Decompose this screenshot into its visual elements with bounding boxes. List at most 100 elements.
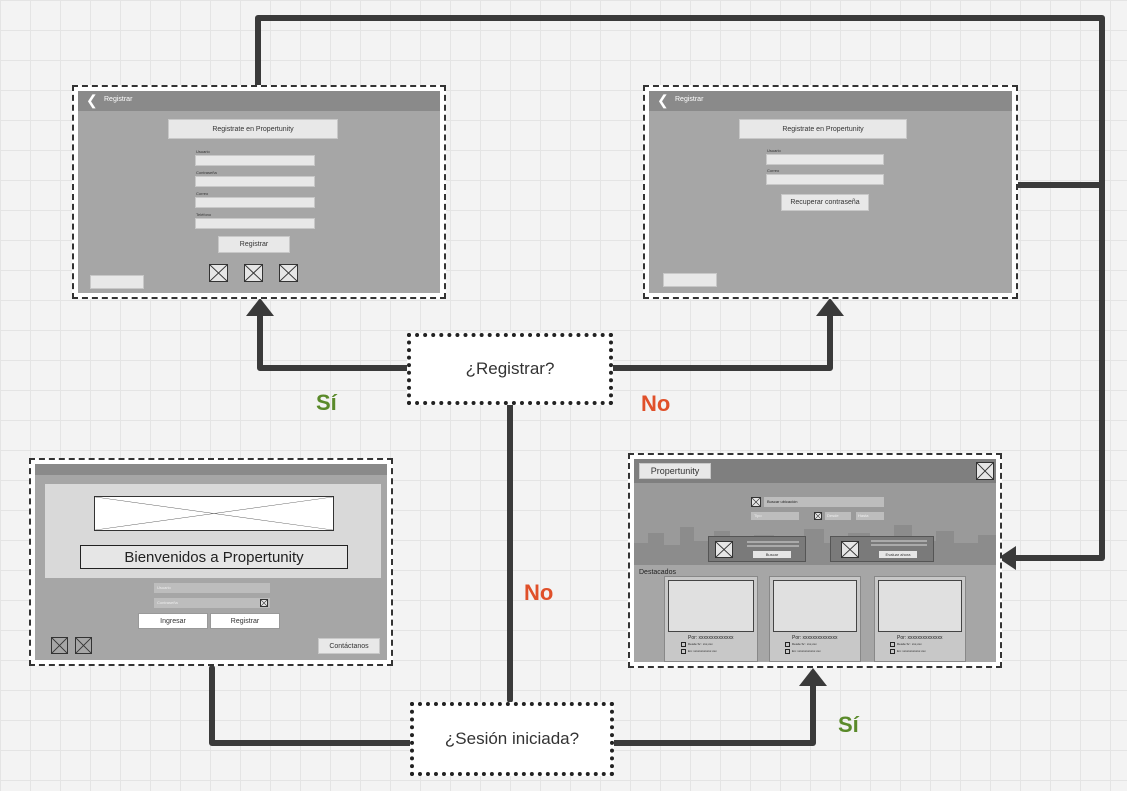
arrowhead-home-right [998, 546, 1016, 570]
field-label-phone: Teléfono [196, 212, 212, 217]
listing-price: Desde S/.: xxx,xxx [897, 642, 922, 646]
welcome-title: Bienvenidos a Propertunity [80, 545, 348, 569]
price-check-icon [890, 642, 895, 647]
social-icon[interactable] [51, 637, 68, 654]
logo-placeholder-icon [94, 496, 334, 531]
social-icon[interactable] [209, 264, 228, 282]
brand-tab[interactable]: Propertunity [639, 463, 711, 479]
top-bar: ❮ Registrar [78, 91, 440, 111]
password-input[interactable]: Contraseña [154, 598, 270, 608]
email-input[interactable] [195, 197, 315, 208]
recover-header: Registrate en Propertunity [739, 119, 907, 139]
social-icon[interactable] [75, 637, 92, 654]
field-label-email: Correo [196, 191, 209, 196]
evaluate-card-text [871, 544, 927, 546]
listing-location: En: xxxxxxxxxxxx xxx [792, 649, 821, 653]
profile-icon[interactable] [976, 462, 994, 480]
listing-image-icon [773, 580, 857, 632]
login-button[interactable]: Ingresar [138, 613, 208, 629]
label-no-register: No [641, 391, 671, 416]
email-input[interactable] [766, 174, 884, 185]
screen-title: Registrar [675, 96, 704, 103]
register-screen: ❮ Registrar Registrate en Propertunity U… [78, 91, 440, 293]
location-check-icon [785, 649, 790, 654]
evaluate-card-text [871, 540, 927, 542]
price-to-input[interactable]: Hasta [856, 512, 884, 520]
back-icon[interactable]: ❮ [657, 92, 669, 108]
arrowhead-register [246, 298, 274, 316]
register-button[interactable]: Registrar [210, 613, 280, 629]
search-input[interactable]: Buscar ubicación [764, 497, 884, 507]
decision-session-label: ¿Sesión iniciada? [444, 729, 580, 748]
search-hero: Buscar ubicación Tipo Desde Hasta Buscar… [634, 483, 996, 565]
recover-password-button[interactable]: Recuperar contraseña [781, 194, 869, 211]
label-yes-session: Sí [838, 712, 859, 737]
price-from-input[interactable]: Desde [825, 512, 851, 520]
recover-screen-frame: ❮ Registrar Registrate en Propertunity U… [643, 85, 1018, 299]
screen-title: Registrar [104, 96, 133, 103]
listing-price: Desde S/.: xxx,xxx [792, 642, 817, 646]
field-label-user: Usuario [767, 148, 781, 153]
register-button[interactable]: Registrar [218, 236, 290, 253]
register-screen-frame: ❮ Registrar Registrate en Propertunity U… [72, 85, 446, 299]
connector-welcome-to-session [209, 665, 413, 746]
welcome-screen-frame: Bienvenidos a Propertunity Usuario Contr… [29, 458, 393, 666]
checkbox-icon[interactable] [814, 512, 822, 520]
listing-card[interactable]: Por: xxxxxxxxxxxxxx Desde S/.: xxx,xxx E… [664, 576, 758, 662]
label-yes-register: Sí [316, 390, 337, 415]
listing-location: En: xxxxxxxxxxxx xxx [688, 649, 717, 653]
listing-author: Por: xxxxxxxxxxxxxx [897, 635, 943, 641]
search-card-text [747, 545, 799, 547]
decision-register-label: ¿Registrar? [465, 359, 555, 378]
listing-image-icon [878, 580, 962, 632]
price-check-icon [681, 642, 686, 647]
password-input[interactable] [195, 176, 315, 187]
phone-input[interactable] [195, 218, 315, 229]
social-icon[interactable] [279, 264, 298, 282]
footer-button[interactable] [663, 273, 717, 287]
listing-card[interactable]: Por: xxxxxxxxxxxxxx Desde S/.: xxx,xxx E… [874, 576, 966, 662]
decision-session: ¿Sesión iniciada? [410, 702, 614, 776]
recover-screen: ❮ Registrar Registrate en Propertunity U… [649, 91, 1012, 293]
connector-register-to-home [255, 15, 1105, 561]
evaluate-card-image-icon [841, 541, 859, 558]
evaluate-card: Evaluar ahora [830, 536, 934, 562]
user-input[interactable] [766, 154, 884, 165]
search-card-text [747, 541, 799, 543]
evaluate-now-button[interactable]: Evaluar ahora [879, 551, 917, 558]
featured-heading: Destacados [639, 569, 676, 576]
city-skyline-icon [634, 525, 996, 565]
field-label-email: Correo [767, 168, 780, 173]
user-input[interactable] [195, 155, 315, 166]
user-input[interactable]: Usuario [154, 583, 270, 593]
connector-session-to-home [609, 677, 816, 746]
listing-author: Por: xxxxxxxxxxxxxx [688, 635, 734, 641]
social-icon[interactable] [244, 264, 263, 282]
connector-decision-to-recover [607, 307, 833, 371]
listing-card[interactable]: Por: xxxxxxxxxxxxxx Desde S/.: xxx,xxx E… [769, 576, 861, 662]
search-card-button[interactable]: Buscar [753, 551, 791, 558]
listing-image-icon [668, 580, 754, 632]
search-location-icon [751, 497, 761, 507]
listing-location: En: xxxxxxxxxxxx xxx [897, 649, 926, 653]
location-check-icon [681, 649, 686, 654]
listing-author: Por: xxxxxxxxxxxxxx [792, 635, 838, 641]
home-screen-frame: Propertunity Buscar ubicación Tipo Desde… [628, 453, 1002, 668]
show-password-icon[interactable] [260, 599, 268, 607]
search-card-image-icon [715, 541, 733, 558]
field-label-password: Contraseña [196, 170, 217, 175]
price-check-icon [785, 642, 790, 647]
back-icon[interactable]: ❮ [86, 92, 98, 108]
location-check-icon [890, 649, 895, 654]
type-select[interactable]: Tipo [751, 512, 799, 520]
arrowhead-recover [816, 298, 844, 316]
connector-decision-to-register [257, 307, 413, 371]
home-screen: Propertunity Buscar ubicación Tipo Desde… [634, 459, 996, 662]
welcome-screen: Bienvenidos a Propertunity Usuario Contr… [35, 464, 387, 660]
decision-register: ¿Registrar? [407, 333, 613, 405]
contact-button[interactable]: Contáctanos [318, 638, 380, 654]
footer-button[interactable] [90, 275, 144, 289]
search-card: Buscar [708, 536, 806, 562]
label-no-session: No [524, 580, 554, 605]
